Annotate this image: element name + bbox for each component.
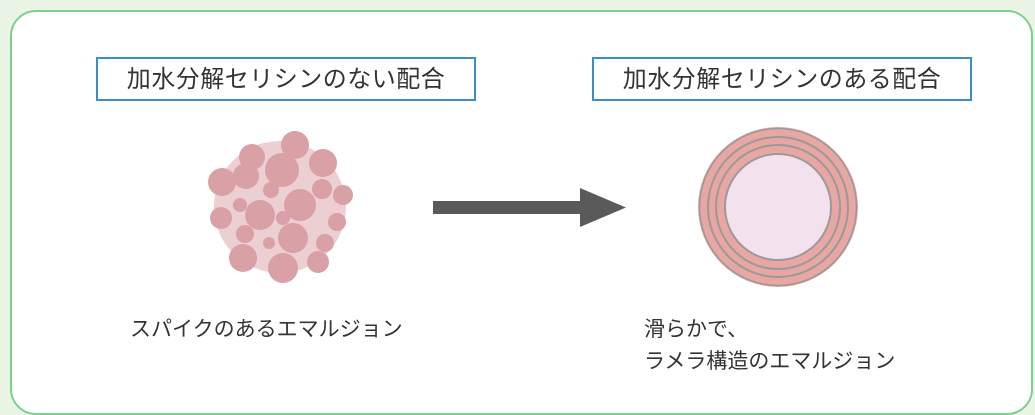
right-arrow-icon <box>433 188 626 227</box>
spiky-blobs <box>208 131 353 283</box>
lamellar-caption-line-2: ラメラ構造のエマルジョン <box>644 349 896 373</box>
with-sericin-label: 加水分解セリシンのある配合 <box>592 57 972 101</box>
without-sericin-label: 加水分解セリシンのない配合 <box>96 57 476 101</box>
lamellar-caption-line-1: 滑らかで、 <box>644 317 749 341</box>
lamellar-emulsion-icon <box>698 127 858 287</box>
spiky-emulsion-caption: スパイクのあるエマルジョン <box>130 317 403 341</box>
spiky-emulsion-icon <box>208 131 353 283</box>
